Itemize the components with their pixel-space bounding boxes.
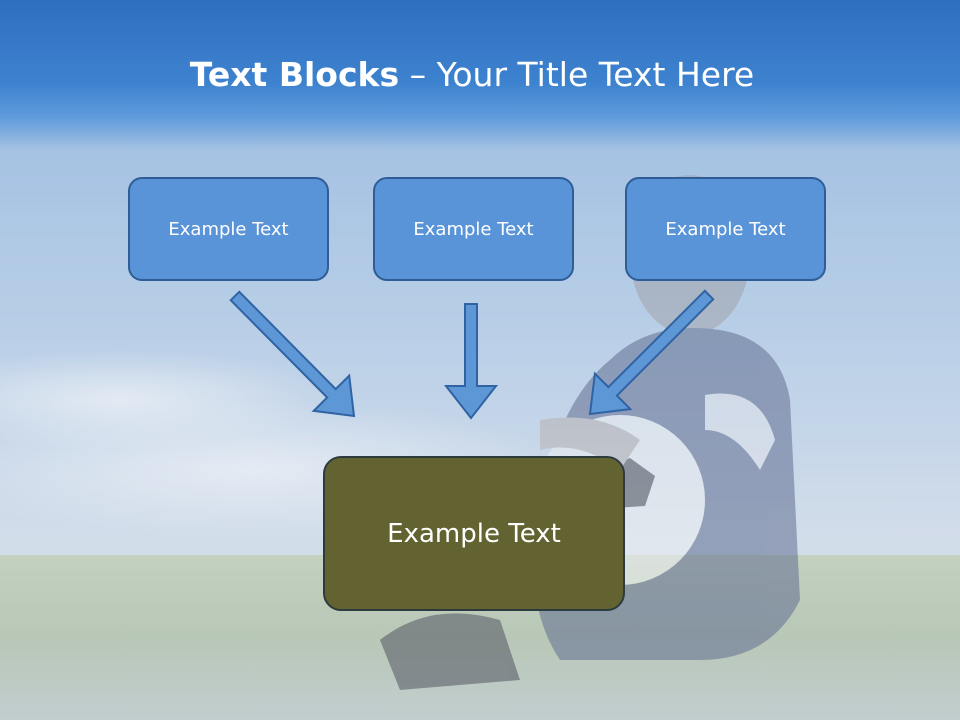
title-regular-part: – Your Title Text Here [399, 55, 755, 94]
arrow-right [588, 289, 715, 416]
title-bold-part: Text Blocks [189, 55, 400, 94]
title-band [0, 0, 960, 150]
arrow-left [229, 290, 356, 418]
slide-title: Text Blocks – Your Title Text Here [0, 50, 944, 100]
target-text-block[interactable]: Example Text [323, 456, 625, 611]
text-block-right[interactable]: Example Text [625, 177, 826, 281]
text-block-center[interactable]: Example Text [373, 177, 574, 281]
text-block-left[interactable]: Example Text [128, 177, 329, 281]
arrow-center [443, 303, 499, 420]
